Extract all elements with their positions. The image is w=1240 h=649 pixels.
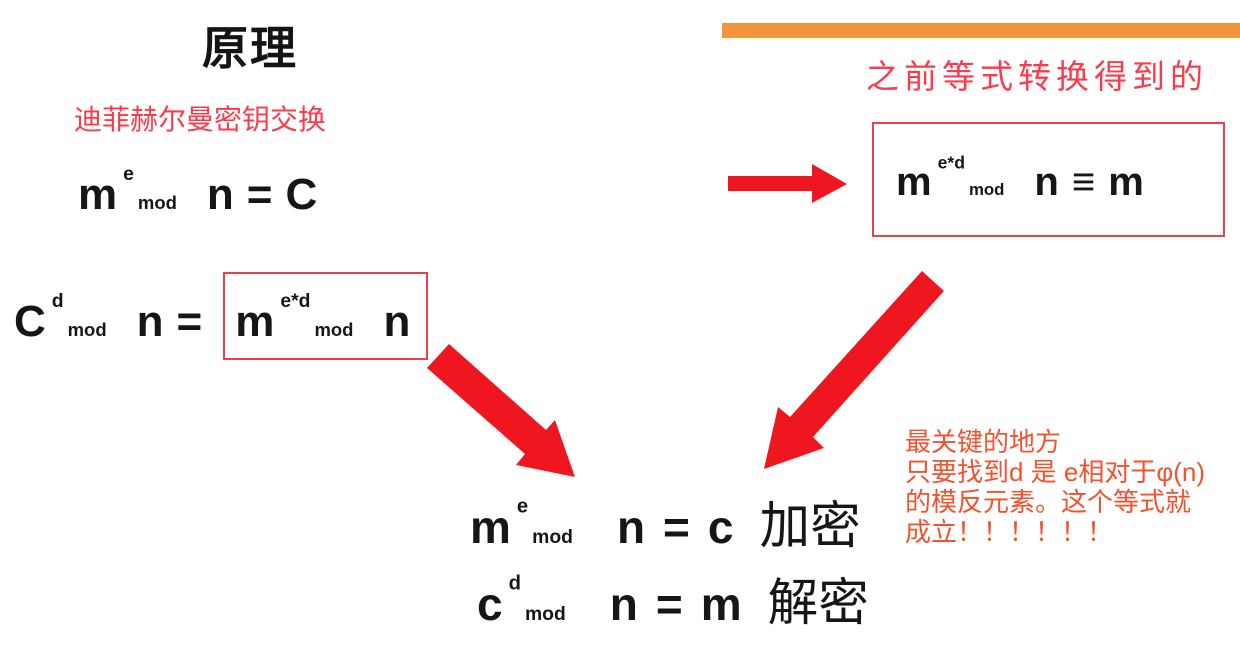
- arrow-down-right-icon: [427, 344, 575, 477]
- math-base: m: [470, 501, 511, 553]
- math-modulus: n: [609, 578, 638, 630]
- math-mod: mod: [532, 527, 573, 548]
- math-mod: mod: [67, 319, 107, 340]
- math-mod: mod: [524, 604, 566, 625]
- math-base: m: [78, 170, 118, 219]
- math-exponent: e: [516, 495, 529, 518]
- page-title: 原理: [202, 22, 298, 74]
- arrow-right-icon: [728, 164, 847, 203]
- math-base: C: [14, 297, 46, 346]
- math-exponent: d: [508, 572, 521, 595]
- note-line: 的模反元素。这个等式就: [905, 487, 1192, 517]
- math-base: m: [896, 160, 932, 204]
- key-note: 最关键的地方 只要找到d 是 e相对于φ(n) 的模反元素。这个等式就 成立！！…: [905, 427, 1205, 547]
- math-mod: mod: [314, 319, 354, 340]
- derived-equation-label: 之前等式转换得到的: [866, 58, 1208, 95]
- math-equals: =: [663, 501, 690, 553]
- note-line: 成立！！！！！！: [905, 517, 1114, 547]
- math-result: C: [285, 170, 318, 219]
- encrypt-label: 加密: [759, 498, 861, 554]
- math-base: m: [235, 297, 275, 346]
- note-line: 最关键的地方: [905, 427, 1062, 457]
- math-modulus: n: [206, 170, 234, 219]
- math-result: m: [700, 578, 742, 630]
- math-modulus: n: [616, 501, 646, 553]
- math-result: c: [707, 501, 734, 553]
- math-exponent: d: [51, 289, 64, 312]
- math-exponent: e: [123, 162, 134, 185]
- math-exponent: e*d: [937, 152, 965, 173]
- math-equiv: ≡: [1071, 160, 1096, 204]
- orange-divider-bar: [722, 23, 1240, 38]
- math-equals: =: [655, 578, 683, 630]
- math-mod: mod: [968, 180, 1005, 199]
- diffie-hellman-label: 迪菲赫尔曼密钥交换: [74, 104, 327, 135]
- note-line: 只要找到d 是 e相对于φ(n): [905, 457, 1206, 487]
- math-equals: =: [246, 170, 273, 219]
- math-exponent: e*d: [280, 289, 311, 312]
- math-result: m: [1108, 160, 1144, 204]
- math-equals: =: [176, 297, 203, 346]
- decrypt-label: 解密: [767, 575, 869, 631]
- math-modulus: n: [1034, 160, 1059, 204]
- math-modulus: n: [383, 297, 411, 346]
- math-base: c: [477, 578, 503, 630]
- math-modulus: n: [136, 297, 164, 346]
- math-mod: mod: [137, 192, 177, 213]
